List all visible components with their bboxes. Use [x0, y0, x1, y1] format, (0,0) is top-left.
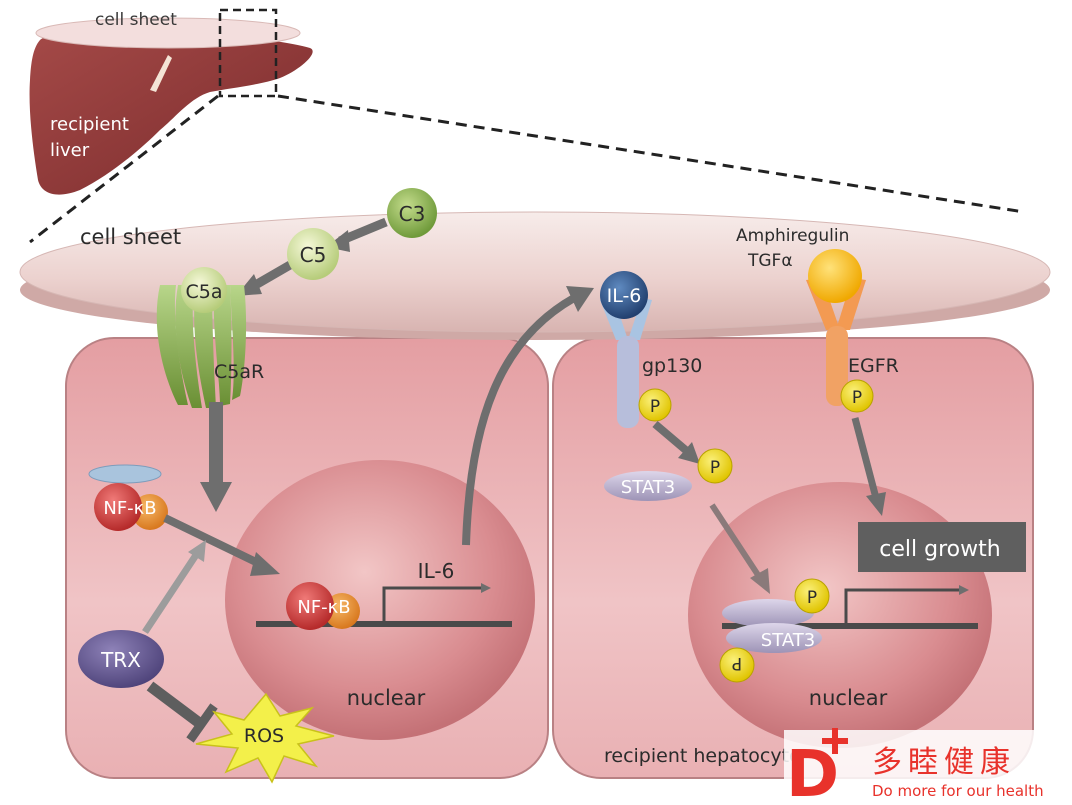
stat3-nuc-label: STAT3 [761, 630, 815, 651]
arrow-trx-up [142, 553, 199, 634]
p-stat3-cyto-label: P [710, 458, 720, 478]
c5ar-label: C5aR [214, 361, 264, 383]
arrow-nfkb-translocation [163, 514, 264, 569]
arrow-egfr-growth [851, 417, 880, 499]
inset-cell-sheet [35, 17, 301, 49]
zoom-box [218, 8, 278, 98]
c5-molecule [287, 228, 339, 280]
stat3-nuc-top [722, 599, 814, 627]
tgfa-label: TGFα [747, 251, 793, 271]
brand-slogan: Do more for our health [872, 782, 1044, 800]
ikb-bar [88, 464, 162, 484]
ros-burst [195, 692, 335, 784]
ros-label: ROS [244, 725, 284, 747]
p-gp130 [638, 388, 672, 422]
inhibit-trx-ros [146, 681, 202, 727]
c5a-molecule [181, 267, 227, 313]
inset-liver-label-2: liver [50, 140, 90, 161]
arrow-c5ar-down-shaft [209, 402, 223, 486]
liver-shape [29, 26, 313, 195]
p-egfr [840, 379, 874, 413]
brand-watermark: D 多睦健康 Do more for our health [784, 728, 1072, 805]
trx-molecule [78, 630, 164, 688]
il6-gene-label: IL-6 [418, 559, 455, 583]
nfkb-cyto-red [94, 483, 142, 531]
il6-gene-arrow [382, 583, 491, 624]
c3-label: C3 [399, 202, 426, 226]
arrow-il6-secretion [462, 294, 576, 546]
p-stat3-nuc-bottom-label: P [732, 653, 742, 673]
left-nucleus [225, 460, 535, 740]
liver-ligament [150, 55, 172, 92]
gp130-label: gp130 [642, 355, 702, 377]
nfkb-cyto-label: NF-κB [103, 498, 156, 519]
arrow-gp130-stat3 [652, 420, 691, 456]
cell-growth-box [858, 522, 1026, 572]
liver-inset: cell sheet recipient liver [29, 8, 313, 195]
p-stat3-cyto [697, 448, 733, 484]
arrowhead-nfkb-translocation [250, 552, 280, 576]
brand-plus-icon [822, 728, 848, 754]
cell-sheet-label: cell sheet [80, 225, 181, 249]
egfr-label: EGFR [848, 355, 899, 377]
nuclear-right-label: nuclear [809, 686, 888, 710]
arrowhead-egfr-growth [866, 492, 886, 516]
brand-logo-letter: D [786, 738, 839, 805]
zoom-line-right [277, 94, 1025, 214]
arrow-stat3-translocation [709, 503, 763, 580]
p-stat3-nuc-bottom [719, 647, 755, 683]
inhibit-bar [186, 703, 218, 743]
amphiregulin-label: Amphiregulin [736, 226, 849, 246]
p-egfr-label: P [852, 388, 862, 408]
il6-ligand [600, 271, 648, 319]
arrowhead-stat3-translocation [750, 568, 770, 594]
stat3-cyto [604, 471, 692, 501]
inset-cell-sheet-label: cell sheet [95, 10, 177, 30]
trx-label: TRX [100, 648, 141, 672]
p-gp130-label: P [650, 397, 660, 417]
c5-label: C5 [300, 243, 327, 267]
il6-ligand-label: IL-6 [607, 285, 642, 307]
c5a-label: C5a [186, 281, 223, 303]
cell-growth-label: cell growth [879, 537, 1000, 562]
amphiregulin-ligand [808, 249, 862, 303]
arrowhead-gp130-stat3 [678, 442, 700, 464]
nfkb-nuc-red [286, 582, 334, 630]
inset-liver-label-1: recipient [50, 114, 129, 135]
arrow-c5ar-down-head [200, 482, 232, 512]
zoom-line-left [29, 94, 219, 244]
c3-molecule [387, 188, 437, 238]
c5ar-receptor [156, 285, 247, 408]
recipient-hepatocyte-label: recipient hepatocyte [604, 745, 801, 767]
arrow-c5-c5a [249, 261, 293, 291]
p-stat3-nuc-top-label: P [807, 588, 817, 608]
arrowhead-il6-secretion [566, 286, 594, 312]
p-stat3-nuc-top [794, 578, 830, 614]
nuclear-left-label: nuclear [347, 686, 426, 710]
brand-chinese-name: 多睦健康 [872, 745, 1016, 780]
stat3-cyto-label: STAT3 [621, 477, 675, 498]
arrowhead-trx-up [188, 540, 206, 562]
stat3-nuc-bottom [726, 623, 822, 653]
growth-gene-arrow [844, 585, 969, 626]
nfkb-nuc-label: NF-κB [297, 597, 350, 618]
